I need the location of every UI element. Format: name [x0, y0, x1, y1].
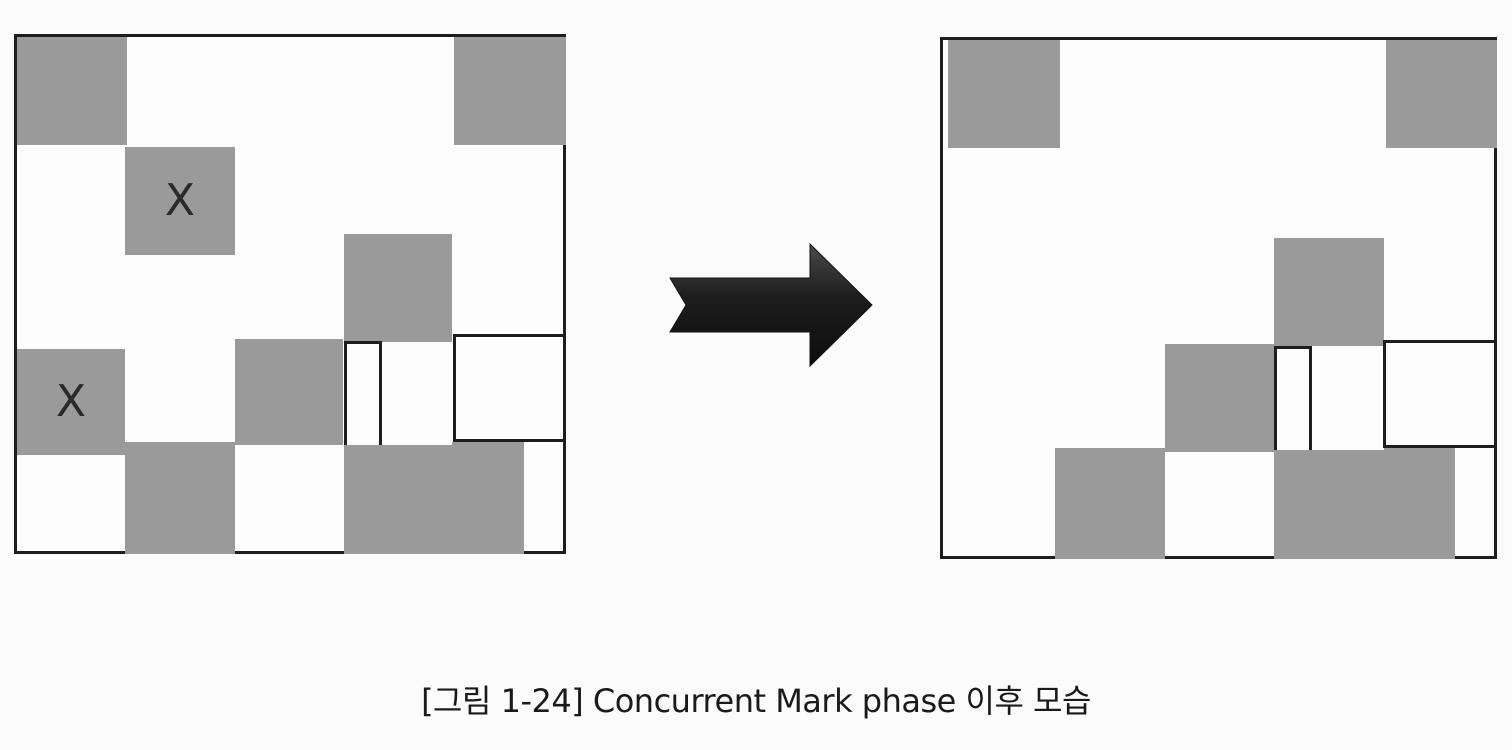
region-filled [1384, 448, 1455, 559]
region-filled [344, 445, 452, 554]
region-filled [1274, 238, 1384, 346]
region-filled [1386, 40, 1497, 148]
dead-region-mark: X [164, 175, 196, 226]
region-outlined [1383, 340, 1497, 448]
region-filled [452, 442, 524, 554]
heap-regions-before: X X [14, 34, 566, 554]
region-humongous-small [1274, 346, 1312, 456]
right-arrow-icon [669, 242, 873, 368]
region-filled [235, 339, 343, 445]
region-filled [948, 40, 1060, 148]
region-filled [17, 37, 127, 145]
figure-caption: [그림 1-24] Concurrent Mark phase 이후 모습 [421, 682, 1091, 720]
region-filled [1055, 448, 1165, 559]
region-filled [454, 37, 566, 145]
region-dead: X [125, 147, 235, 255]
region-filled [1165, 344, 1275, 452]
region-outlined [453, 334, 566, 442]
region-dead: X [17, 349, 125, 455]
region-filled [344, 234, 452, 342]
heap-regions-after [940, 37, 1497, 559]
region-filled [125, 442, 235, 554]
region-filled [1274, 450, 1384, 559]
dead-region-mark: X [55, 376, 87, 427]
region-humongous-small [344, 341, 382, 451]
